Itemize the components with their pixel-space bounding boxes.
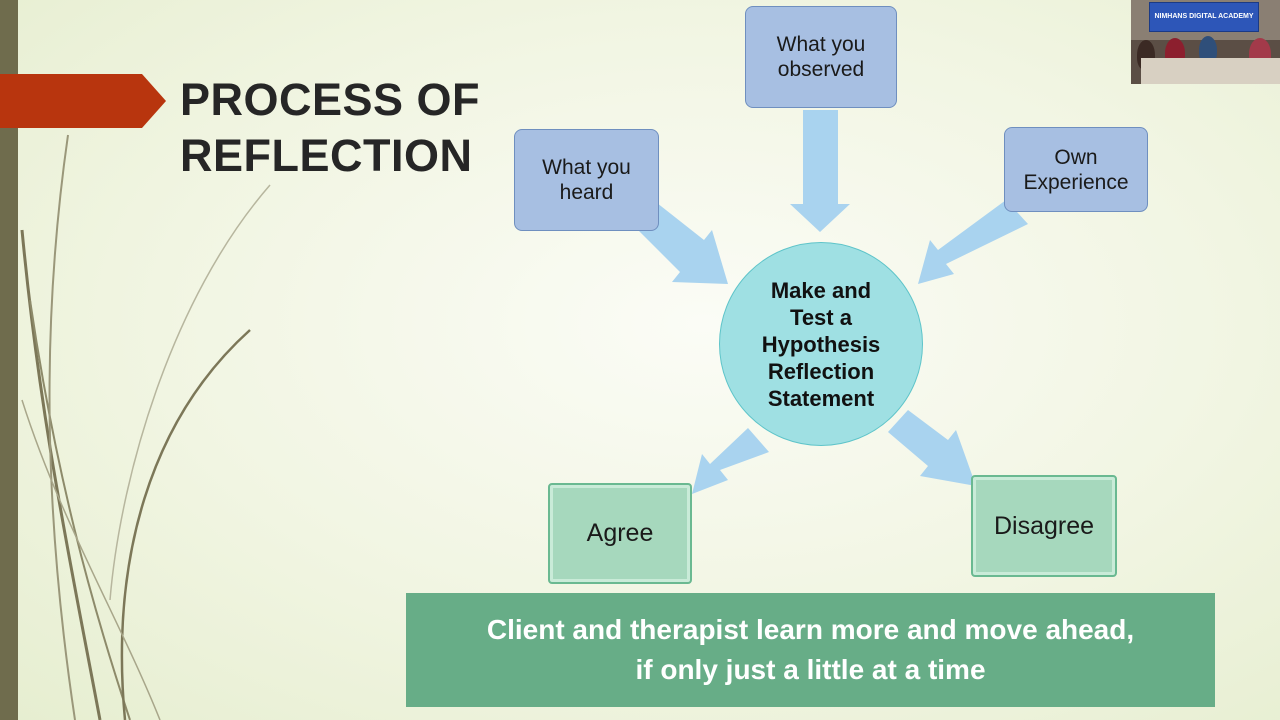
input-box-what-you-observed: What you observed [745,6,897,108]
arrow-observed-to-center [790,110,850,232]
webcam-banner-caption: NIMHANS DIGITAL ACADEMY [1149,2,1259,32]
arrow-center-to-agree [692,428,769,494]
slide-title: PROCESS OF REFLECTION [180,74,481,181]
center-hypothesis-circle: Make and Test a Hypothesis Reflection St… [719,242,923,446]
webcam-table [1141,58,1280,84]
decorative-grass-curves [20,134,271,720]
webcam-person [1199,36,1217,64]
input-box-what-you-heard: What you heard [514,129,659,231]
arrow-center-to-disagree [888,410,976,486]
summary-banner: Client and therapist learn more and move… [406,593,1215,707]
webcam-video-thumbnail: NIMHANS DIGITAL ACADEMY [1131,0,1280,84]
arrow-experience-to-center [918,200,1028,284]
left-accent-bar [0,0,18,720]
title-accent-arrow [0,74,166,128]
input-box-own-experience: Own Experience [1004,127,1148,212]
outcome-box-disagree: Disagree [971,475,1117,577]
outcome-box-agree: Agree [548,483,692,584]
